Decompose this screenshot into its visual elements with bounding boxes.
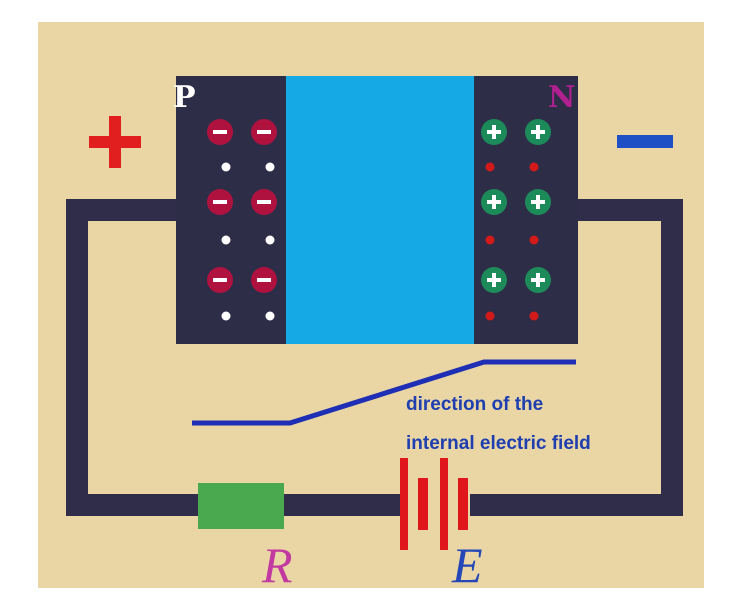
resistor-label: R — [262, 537, 293, 593]
field-caption-line1: direction of the — [406, 394, 544, 415]
hole-dot — [265, 311, 275, 321]
negative-terminal-icon — [617, 135, 673, 148]
acceptor-ion-minus-icon — [207, 189, 233, 215]
donor-ion-plus-icon — [525, 189, 551, 215]
electron-dot — [529, 235, 539, 245]
positive-terminal-icon — [89, 116, 141, 168]
electron-dot — [485, 162, 495, 172]
electron-dot — [529, 162, 539, 172]
donor-ion-plus-icon — [481, 189, 507, 215]
field-caption-line2: internal electric field — [406, 433, 591, 454]
battery-icon — [400, 458, 468, 550]
donor-ion-plus-icon — [525, 267, 551, 293]
p-region-label: P — [173, 80, 196, 115]
acceptor-ion-minus-icon — [251, 119, 277, 145]
depletion-region — [286, 76, 474, 344]
hole-dot — [265, 162, 275, 172]
circuit-wire — [66, 199, 200, 516]
hole-dot — [265, 235, 275, 245]
hole-dot — [221, 311, 231, 321]
acceptor-ion-minus-icon — [251, 189, 277, 215]
electron-dot — [485, 311, 495, 321]
circuit-wire-right — [470, 199, 683, 516]
electron-dot — [485, 235, 495, 245]
charge-carriers — [207, 119, 551, 321]
acceptor-ion-minus-icon — [207, 267, 233, 293]
n-region-label: N — [548, 80, 576, 115]
acceptor-ion-minus-icon — [251, 267, 277, 293]
resistor — [198, 483, 284, 529]
donor-ion-plus-icon — [481, 267, 507, 293]
electron-dot — [529, 311, 539, 321]
hole-dot — [221, 162, 231, 172]
hole-dot — [221, 235, 231, 245]
electric-field-direction-line — [192, 359, 576, 426]
donor-ion-plus-icon — [525, 119, 551, 145]
acceptor-ion-minus-icon — [207, 119, 233, 145]
donor-ion-plus-icon — [481, 119, 507, 145]
battery-label: E — [452, 537, 483, 593]
